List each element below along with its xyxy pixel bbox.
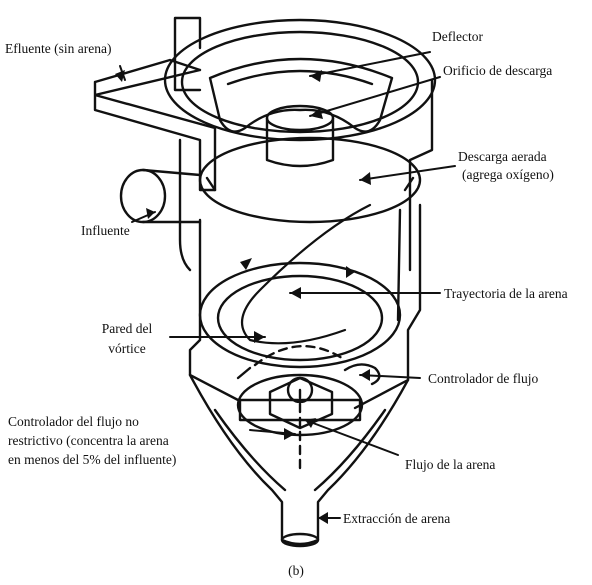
upper-chamber-floor [200, 138, 420, 222]
label-grit-flow: Flujo de la arena [405, 456, 495, 473]
dashed-vortex [255, 346, 345, 365]
label-nonrestrictive-2: restrictivo (concentra la arena [8, 432, 169, 449]
top-rim-inner [182, 32, 418, 132]
influent-pipe-end [121, 170, 165, 222]
label-influent: Influente [81, 222, 130, 239]
upper-cone [207, 178, 413, 190]
deflector-inner [228, 71, 372, 84]
top-rim-outer [165, 20, 435, 140]
label-grit-trajectory: Trayectoria de la arena [444, 285, 568, 302]
label-nonrestrictive-1: Controlador del flujo no [8, 413, 139, 430]
orifice-tube [267, 118, 333, 166]
label-flow-controller: Controlador de flujo [428, 370, 538, 387]
label-vortex-wall-1: Pared del [92, 320, 162, 337]
leader-lines [120, 52, 455, 518]
label-aerated-discharge-2: (agrega oxígeno) [462, 166, 554, 183]
label-discharge-orifice: Orificio de descarga [443, 62, 552, 79]
label-deflector: Deflector [432, 28, 483, 45]
upper-chamber-left [180, 140, 190, 270]
flow-controller-left [238, 368, 250, 378]
label-nonrestrictive-3: en menos del 5% del influente) [8, 451, 176, 468]
vortex-wall [200, 263, 400, 367]
figure-caption: (b) [276, 562, 316, 579]
label-effluent: Efluente (sin arena) [5, 40, 111, 57]
label-grit-extraction: Extracción de arena [343, 510, 450, 527]
label-vortex-wall-2: vórtice [92, 340, 162, 357]
label-aerated-discharge-1: Descarga aerada [458, 148, 547, 165]
middle-wall-left [190, 220, 238, 400]
